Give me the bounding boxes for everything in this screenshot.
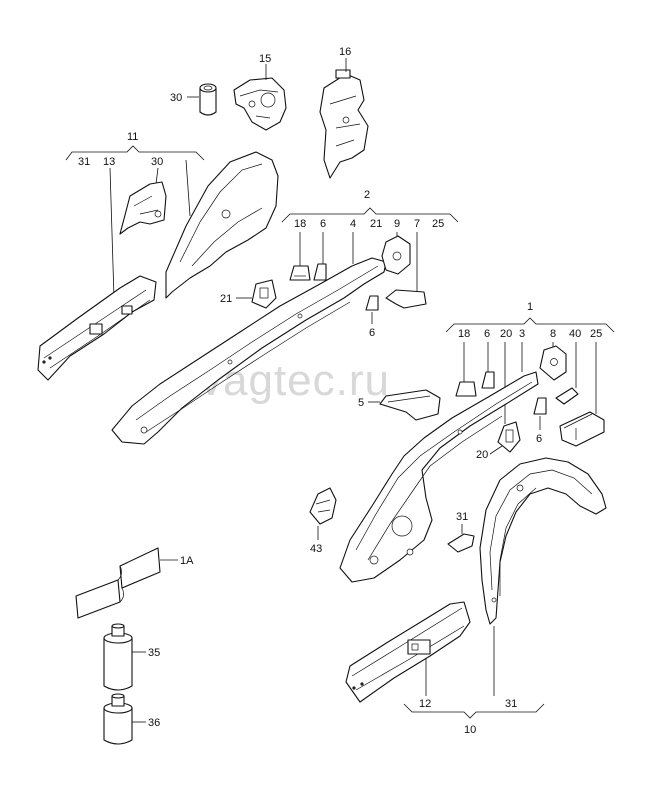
label-35: 35 <box>148 647 160 659</box>
label-40: 40 <box>569 328 581 340</box>
label-12: 12 <box>419 698 431 710</box>
label-10: 10 <box>464 724 476 736</box>
label-6-lower-group2: 6 <box>369 327 375 339</box>
part-6-lower-group1 <box>533 397 547 415</box>
label-21-left: 21 <box>220 293 232 305</box>
label-7: 7 <box>414 218 420 230</box>
label-31-group10: 31 <box>505 698 517 710</box>
label-6-group1: 6 <box>484 328 490 340</box>
label-31-group11: 31 <box>78 156 90 168</box>
part-36-can <box>103 693 133 745</box>
label-13: 13 <box>103 156 115 168</box>
label-1A: 1A <box>180 555 194 567</box>
label-21-group2: 21 <box>370 218 382 230</box>
part-1A-strips <box>75 547 161 619</box>
label-18-group1: 18 <box>458 328 470 340</box>
part-40-plate <box>555 387 579 405</box>
part-9-bracket <box>381 235 411 275</box>
part-5-bracket <box>379 389 441 421</box>
label-11: 11 <box>127 131 138 143</box>
label-8: 8 <box>550 328 556 340</box>
part-6-upper <box>313 263 327 281</box>
part-31-wheelhouse-right <box>479 457 607 625</box>
part-6-mid <box>481 371 495 389</box>
part-18-upper <box>289 265 311 281</box>
part-6-lower-group2 <box>365 295 379 311</box>
part-12-rail <box>345 601 471 703</box>
label-15: 15 <box>259 53 271 65</box>
part-13-rail-left <box>37 275 157 381</box>
part-20-lower <box>497 421 521 453</box>
part-16-bracket <box>319 69 369 179</box>
part-21-upper <box>251 279 277 309</box>
label-30-top: 30 <box>170 92 182 104</box>
part-43-bracket <box>309 487 337 525</box>
part-4-rail <box>111 257 387 445</box>
part-31-small-bracket <box>447 533 475 553</box>
part-30-cylinder <box>199 83 217 116</box>
label-20-group1: 20 <box>500 328 512 340</box>
label-31-small: 31 <box>456 511 468 523</box>
label-2: 2 <box>364 189 370 201</box>
label-6-lower-group1: 6 <box>536 433 542 445</box>
label-36: 36 <box>148 717 160 729</box>
label-6-group2: 6 <box>320 218 326 230</box>
label-4: 4 <box>350 218 356 230</box>
label-16: 16 <box>339 46 351 58</box>
part-18-lower <box>455 381 477 397</box>
label-25-group2: 25 <box>432 218 444 230</box>
label-5: 5 <box>358 397 364 409</box>
part-7-bracket <box>385 289 427 309</box>
label-25-group1: 25 <box>590 328 602 340</box>
part-25-bracket <box>559 411 605 447</box>
label-20-lower: 20 <box>476 449 488 461</box>
label-43: 43 <box>310 543 322 555</box>
part-30-panel <box>119 181 167 235</box>
part-35-can <box>103 623 133 691</box>
part-8-bracket <box>539 345 567 381</box>
label-3: 3 <box>519 328 525 340</box>
part-3-rail <box>339 371 539 583</box>
label-1: 1 <box>527 301 533 313</box>
part-15-bracket <box>233 77 287 131</box>
label-18-group2: 18 <box>294 218 306 230</box>
label-30-group11: 30 <box>151 156 163 168</box>
label-9: 9 <box>394 218 400 230</box>
part-31-wheelhouse-left <box>165 151 279 299</box>
